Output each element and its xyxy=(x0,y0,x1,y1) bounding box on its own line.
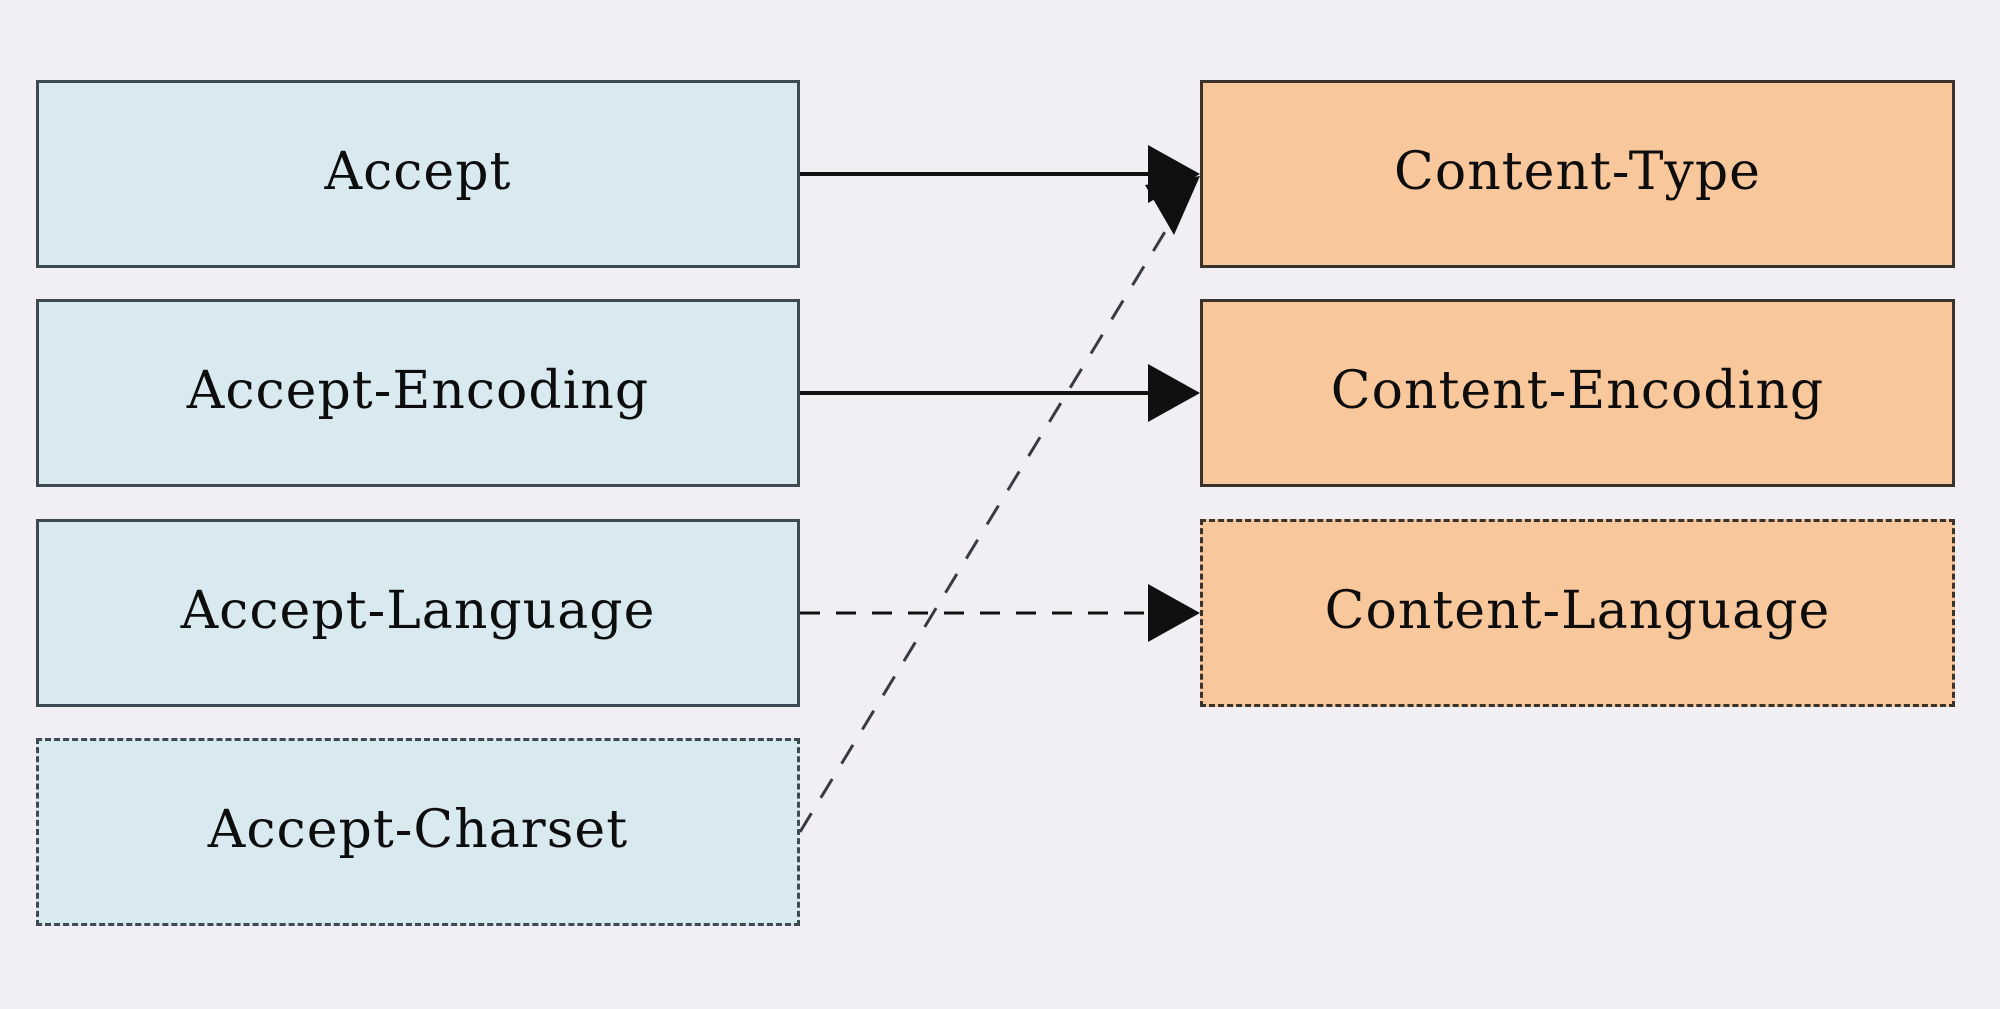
arrowhead-icon xyxy=(1148,145,1200,203)
node-accept-language[interactable]: Accept-Language xyxy=(36,519,800,707)
edge-accept-encoding-to-content-encoding xyxy=(800,364,1200,422)
node-content-type[interactable]: Content-Type xyxy=(1200,80,1955,268)
node-content-type-label: Content-Type xyxy=(1394,142,1761,202)
arrowhead-icon xyxy=(1148,584,1200,642)
arrowhead-icon xyxy=(1148,364,1200,422)
node-content-language[interactable]: Content-Language xyxy=(1200,519,1955,707)
edge-accept-charset-to-content-type xyxy=(798,176,1200,833)
edge-accept-to-content-type xyxy=(800,145,1200,203)
node-accept-encoding[interactable]: Accept-Encoding xyxy=(36,299,800,487)
node-accept[interactable]: Accept xyxy=(36,80,800,268)
node-accept-charset[interactable]: Accept-Charset xyxy=(36,738,800,926)
edge-accept-language-to-content-language xyxy=(800,584,1200,642)
edge-line xyxy=(798,211,1179,833)
arrowhead-icon xyxy=(1145,176,1200,235)
node-accept-label: Accept xyxy=(324,142,512,202)
node-accept-charset-label: Accept-Charset xyxy=(207,800,629,860)
node-content-encoding[interactable]: Content-Encoding xyxy=(1200,299,1955,487)
node-content-language-label: Content-Language xyxy=(1324,581,1831,641)
node-content-encoding-label: Content-Encoding xyxy=(1330,361,1825,421)
node-accept-encoding-label: Accept-Encoding xyxy=(186,361,650,421)
node-accept-language-label: Accept-Language xyxy=(180,581,656,641)
